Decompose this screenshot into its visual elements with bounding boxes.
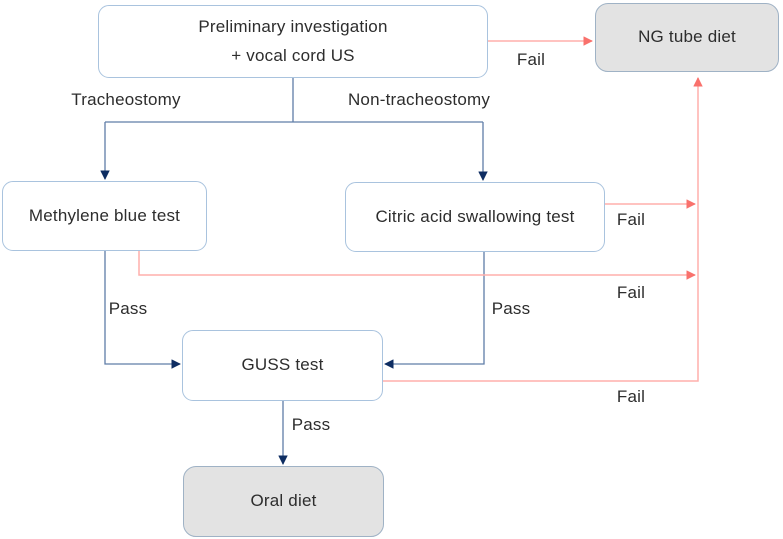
edge-label-fail-preliminary: Fail: [516, 50, 546, 69]
node-guss-label: GUSS test: [241, 355, 324, 375]
edge-methylene-pass: [104, 251, 181, 369]
edge-guss-fail: [383, 77, 703, 382]
edge-label-fail-citric: Fail: [616, 210, 646, 229]
edge-citric-pass: [384, 252, 485, 369]
edge-label-pass-citric: Pass: [491, 299, 531, 318]
node-oral-diet: Oral diet: [183, 466, 384, 537]
edge-label-fail-guss: Fail: [616, 387, 646, 406]
node-ng-tube-label: NG tube diet: [638, 27, 736, 47]
node-preliminary-line2: + vocal cord US: [231, 45, 355, 65]
edge-label-tracheostomy: Tracheostomy: [71, 90, 181, 109]
edge-label-non-tracheostomy: Non-tracheostomy: [347, 90, 491, 109]
node-citric-acid-swallowing-test: Citric acid swallowing test: [345, 182, 605, 252]
node-preliminary-investigation: Preliminary investigation + vocal cord U…: [98, 5, 488, 78]
node-oral-label: Oral diet: [250, 491, 317, 511]
edge-label-fail-methylene: Fail: [616, 283, 646, 302]
node-methylene-blue-test: Methylene blue test: [2, 181, 207, 251]
node-citric-label: Citric acid swallowing test: [375, 206, 575, 226]
node-methylene-label: Methylene blue test: [28, 205, 181, 225]
edge-methylene-fail: [138, 251, 696, 280]
node-preliminary-line1: Preliminary investigation: [198, 16, 388, 36]
node-guss-test: GUSS test: [182, 330, 383, 401]
edge-label-pass-guss: Pass: [291, 415, 331, 434]
node-ng-tube-diet: NG tube diet: [595, 3, 779, 72]
edge-label-pass-methylene: Pass: [108, 299, 148, 318]
